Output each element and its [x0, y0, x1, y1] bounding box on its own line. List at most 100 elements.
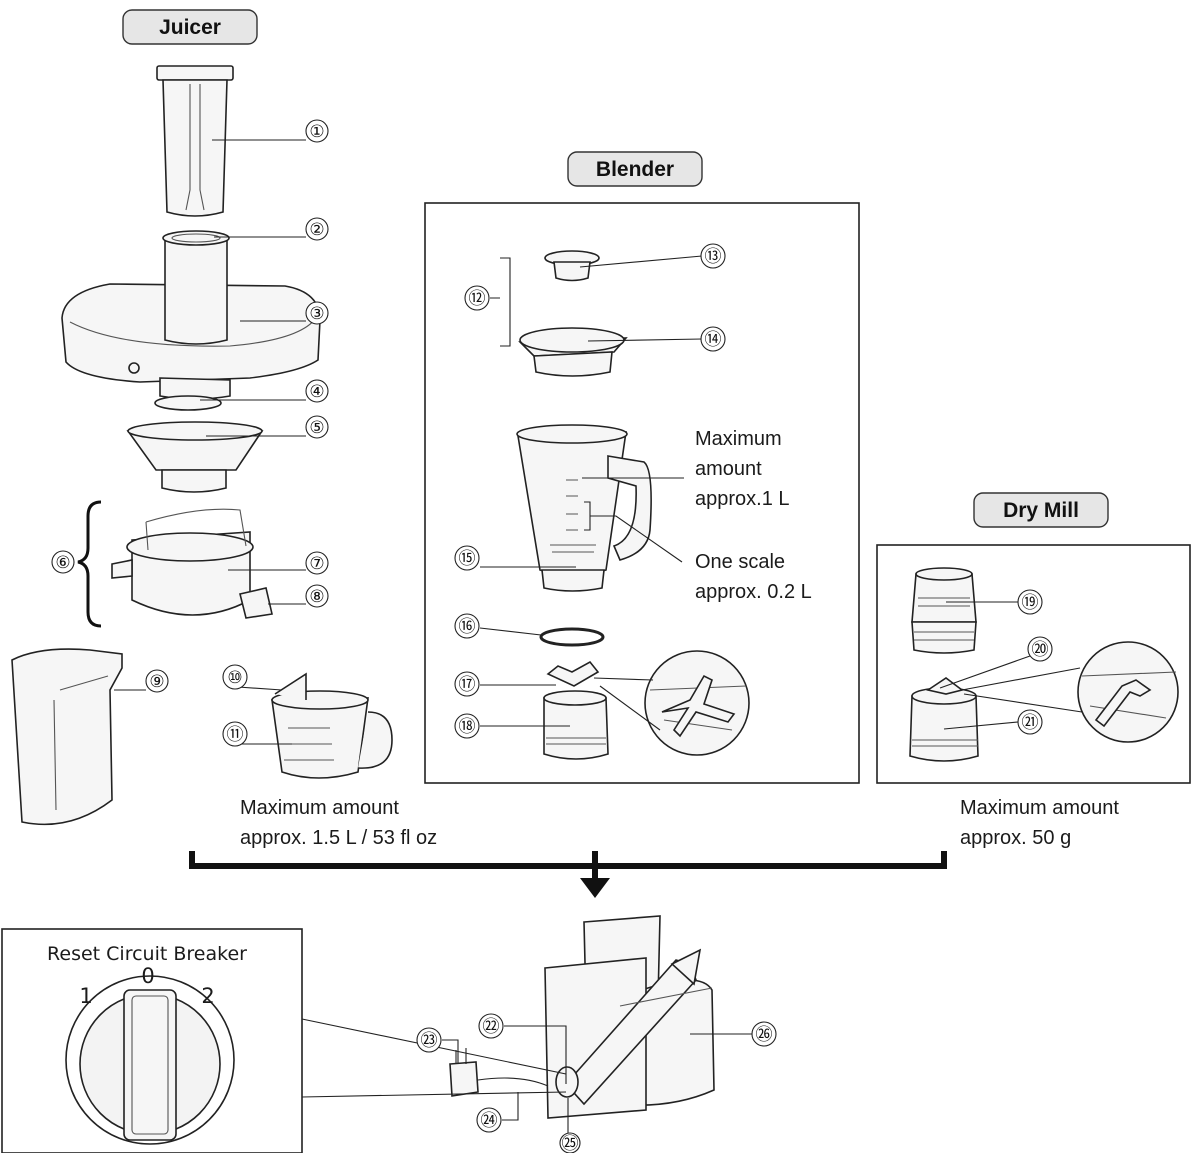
- part-number-12: ⑫: [464, 285, 490, 311]
- blender-scale-note: One scale approx. 0.2 L: [695, 551, 812, 603]
- dial-detail-frame: [1, 928, 303, 1153]
- part-number-23: ㉓: [416, 1027, 442, 1053]
- svg-text:⑭: ⑭: [705, 330, 722, 350]
- circuit-breaker-dial-detail: [65, 975, 235, 1145]
- part-number-22: ㉒: [478, 1013, 504, 1039]
- svg-text:⑬: ⑬: [705, 247, 722, 267]
- part-number-10: ⑩: [222, 664, 248, 690]
- part-number-callouts: ① ② ③ ④ ⑤ ⑥ ⑦ ⑧ ⑨ ⑩ ⑪ ⑫ ⑬ ⑭ ⑮ ⑯ ⑰ ⑱ ⑲ ⑳ …: [51, 119, 1053, 1153]
- part-number-20: ⑳: [1027, 636, 1053, 662]
- pusher-part: [156, 65, 234, 217]
- pulp-container-part: [11, 648, 123, 826]
- svg-text:Maximum amount: Maximum amount: [960, 797, 1119, 819]
- part-number-18: ⑱: [454, 713, 480, 739]
- part-number-13: ⑬: [700, 243, 726, 269]
- juicer-section-pill: Juicer: [122, 9, 258, 45]
- svg-text:Maximum amount: Maximum amount: [240, 797, 399, 819]
- svg-text:⑨: ⑨: [149, 672, 164, 692]
- micro-filter-part: [154, 395, 222, 411]
- blender-gasket-part: [539, 627, 605, 647]
- svg-text:⑮: ⑮: [459, 549, 476, 569]
- part-number-11: ⑪: [222, 721, 248, 747]
- juice-bowl-part: [111, 508, 273, 619]
- dial-position-2: 2: [201, 984, 214, 1008]
- svg-text:⑰: ⑰: [459, 675, 476, 695]
- svg-text:㉔: ㉔: [481, 1111, 498, 1131]
- svg-text:One scale: One scale: [695, 551, 785, 573]
- svg-text:㉑: ㉑: [1022, 713, 1039, 733]
- main-unit-part: [544, 915, 715, 1119]
- mill-blade-magnifier: [961, 641, 1179, 743]
- svg-text:⑦: ⑦: [309, 554, 324, 574]
- strainer-part: [126, 421, 264, 493]
- leader-lines: [114, 139, 1031, 1142]
- svg-text:㉓: ㉓: [421, 1031, 438, 1051]
- part-number-14: ⑭: [700, 326, 726, 352]
- blender-frame: [424, 202, 860, 784]
- svg-text:㉖: ㉖: [756, 1025, 773, 1045]
- svg-text:①: ①: [309, 122, 324, 142]
- lid-cap-part: [544, 250, 600, 282]
- dry-mill-frame: [876, 544, 1191, 784]
- part-number-19: ⑲: [1017, 589, 1043, 615]
- assembly-flow-connector: [189, 851, 947, 898]
- part-number-26: ㉖: [751, 1021, 777, 1047]
- mill-max-note: Maximum amount approx. 50 g: [960, 797, 1119, 849]
- dial-position-0: 0: [141, 964, 154, 988]
- part-number-24: ㉔: [476, 1107, 502, 1133]
- svg-text:②: ②: [309, 220, 324, 240]
- svg-text:㉕: ㉕: [562, 1134, 579, 1153]
- part-number-8: ⑧: [305, 584, 329, 608]
- dry-mill-section-label: Dry Mill: [1003, 499, 1079, 522]
- part-number-2: ②: [305, 217, 329, 241]
- part-number-25: ㉕: [559, 1132, 581, 1153]
- part-number-15: ⑮: [454, 545, 480, 571]
- svg-text:amount: amount: [695, 458, 762, 480]
- power-plug-part: [449, 1048, 549, 1097]
- dial-position-1: 1: [79, 984, 92, 1008]
- blade-detail-magnifier: [593, 650, 750, 756]
- svg-text:⑳: ⑳: [1032, 640, 1049, 660]
- svg-text:approx. 0.2 L: approx. 0.2 L: [695, 581, 812, 603]
- mill-cup-part: [911, 567, 977, 654]
- svg-text:㉒: ㉒: [483, 1017, 500, 1037]
- dial-title: Reset Circuit Breaker: [47, 943, 247, 965]
- svg-text:⑩: ⑩: [227, 668, 242, 688]
- dry-mill-section-pill: Dry Mill: [973, 492, 1109, 528]
- bracket-brace: [77, 500, 102, 628]
- svg-text:⑯: ⑯: [459, 617, 476, 637]
- juicer-max-note: Maximum amount approx. 1.5 L / 53 fl oz: [240, 797, 437, 849]
- part-number-4: ④: [305, 379, 329, 403]
- lid-with-feed-tube-part: [61, 230, 321, 400]
- juice-jug-part: [271, 672, 393, 779]
- svg-text:⑪: ⑪: [227, 725, 244, 745]
- part-number-6: ⑥: [51, 550, 75, 574]
- mill-blade-unit-part: [909, 677, 979, 762]
- svg-text:⑲: ⑲: [1022, 593, 1039, 613]
- blender-section-label: Blender: [596, 158, 674, 181]
- svg-text:approx.1 L: approx.1 L: [695, 488, 790, 510]
- svg-text:approx. 1.5 L / 53 fl oz: approx. 1.5 L / 53 fl oz: [240, 827, 437, 849]
- svg-text:③: ③: [309, 304, 324, 324]
- svg-text:④: ④: [309, 382, 324, 402]
- part-number-3: ③: [305, 301, 329, 325]
- svg-text:⑧: ⑧: [309, 587, 324, 607]
- svg-text:⑥: ⑥: [55, 553, 70, 573]
- part-number-7: ⑦: [305, 551, 329, 575]
- svg-text:⑱: ⑱: [459, 717, 476, 737]
- svg-text:approx. 50 g: approx. 50 g: [960, 827, 1071, 849]
- svg-text:⑤: ⑤: [309, 418, 324, 438]
- part-number-1: ①: [305, 119, 329, 143]
- part-number-21: ㉑: [1017, 709, 1043, 735]
- blade-unit-part: [543, 660, 609, 760]
- part-number-5: ⑤: [305, 415, 329, 439]
- svg-text:Maximum: Maximum: [695, 428, 782, 450]
- svg-text:⑫: ⑫: [469, 289, 486, 309]
- part-number-9: ⑨: [145, 669, 169, 693]
- blender-section-pill: Blender: [567, 151, 703, 187]
- lid-part: [518, 327, 628, 377]
- part-number-16: ⑯: [454, 613, 480, 639]
- part-number-17: ⑰: [454, 671, 480, 697]
- blender-jar-part: [516, 424, 652, 592]
